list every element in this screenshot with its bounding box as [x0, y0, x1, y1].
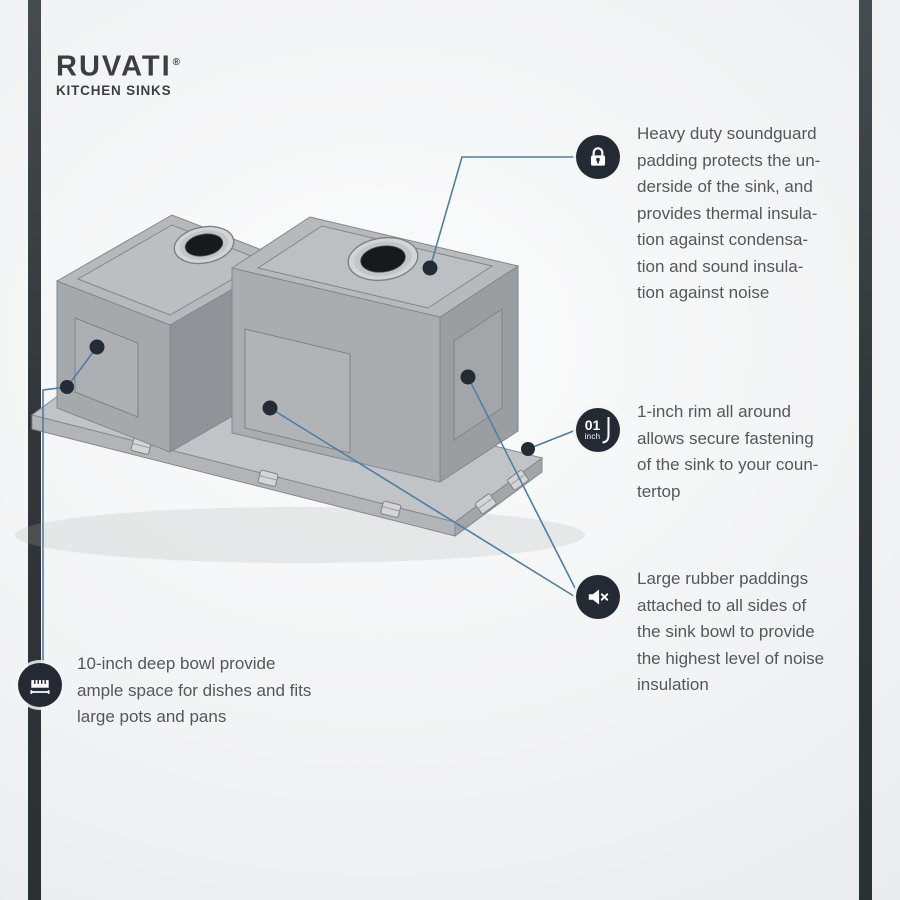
muted-speaker-icon	[588, 589, 609, 605]
right-bowl-side-pad	[453, 308, 503, 441]
rubber-padding-description: Large rubber paddings attached to all si…	[637, 569, 825, 694]
brand-name: RUVATI®	[56, 50, 181, 83]
mounting-clip	[380, 500, 402, 518]
registered-mark: ®	[172, 57, 181, 68]
callout-line-rubber-lower	[269, 407, 578, 599]
callout-line-depth	[42, 346, 98, 663]
callout-dot-rubber-front	[262, 400, 278, 416]
sink-shadow	[15, 507, 585, 563]
mounting-clip	[474, 493, 497, 514]
rim-icon-number: 01	[584, 417, 601, 433]
callout-dot-rim	[521, 442, 535, 456]
soundguard-description: Heavy duty soundguard padding protects t…	[637, 124, 821, 302]
brand-logo: RUVATI® KITCHEN SINKS	[56, 48, 180, 98]
soundguard-icon-badge	[576, 135, 620, 179]
brand-tagline: KITCHEN SINKS	[56, 82, 172, 98]
mounting-clip	[257, 469, 279, 487]
right-drain	[347, 236, 419, 282]
right-bowl-front-pad	[244, 328, 351, 454]
lock-icon	[590, 147, 606, 166]
right-bowl	[230, 216, 520, 483]
callout-line-soundguard	[429, 156, 576, 269]
callout-lines	[42, 156, 578, 663]
left-drain	[173, 225, 235, 265]
rim-description: 1-inch rim all around allows secure fast…	[637, 402, 819, 501]
rubber-padding-icon-badge	[576, 575, 620, 619]
callout-dot-rubber-side	[460, 369, 476, 385]
callout-dot-soundguard	[422, 260, 438, 276]
measure-bracket-icon	[602, 417, 610, 444]
rim-icon-badge: 01 inch	[576, 408, 620, 452]
mounting-clip	[507, 469, 529, 491]
callout-line-rubber-upper	[467, 376, 578, 593]
callout-dot-depth-lower	[60, 380, 74, 394]
mounting-clips	[130, 437, 529, 518]
left-bowl-side-pad	[74, 317, 139, 418]
callout-dots	[60, 260, 535, 456]
right-edge-bar	[859, 0, 872, 900]
deep-bowl-icon-badge	[18, 663, 62, 707]
callout-dot-depth-upper	[89, 339, 105, 355]
depth-ruler-icon	[30, 680, 50, 694]
deep-bowl-description: 10-inch deep bowl provide ample space fo…	[77, 654, 312, 726]
rim-icon-unit: inch	[584, 432, 601, 441]
callout-line-rim	[527, 429, 577, 450]
one-inch-measure-icon: 01 inch	[584, 417, 601, 441]
